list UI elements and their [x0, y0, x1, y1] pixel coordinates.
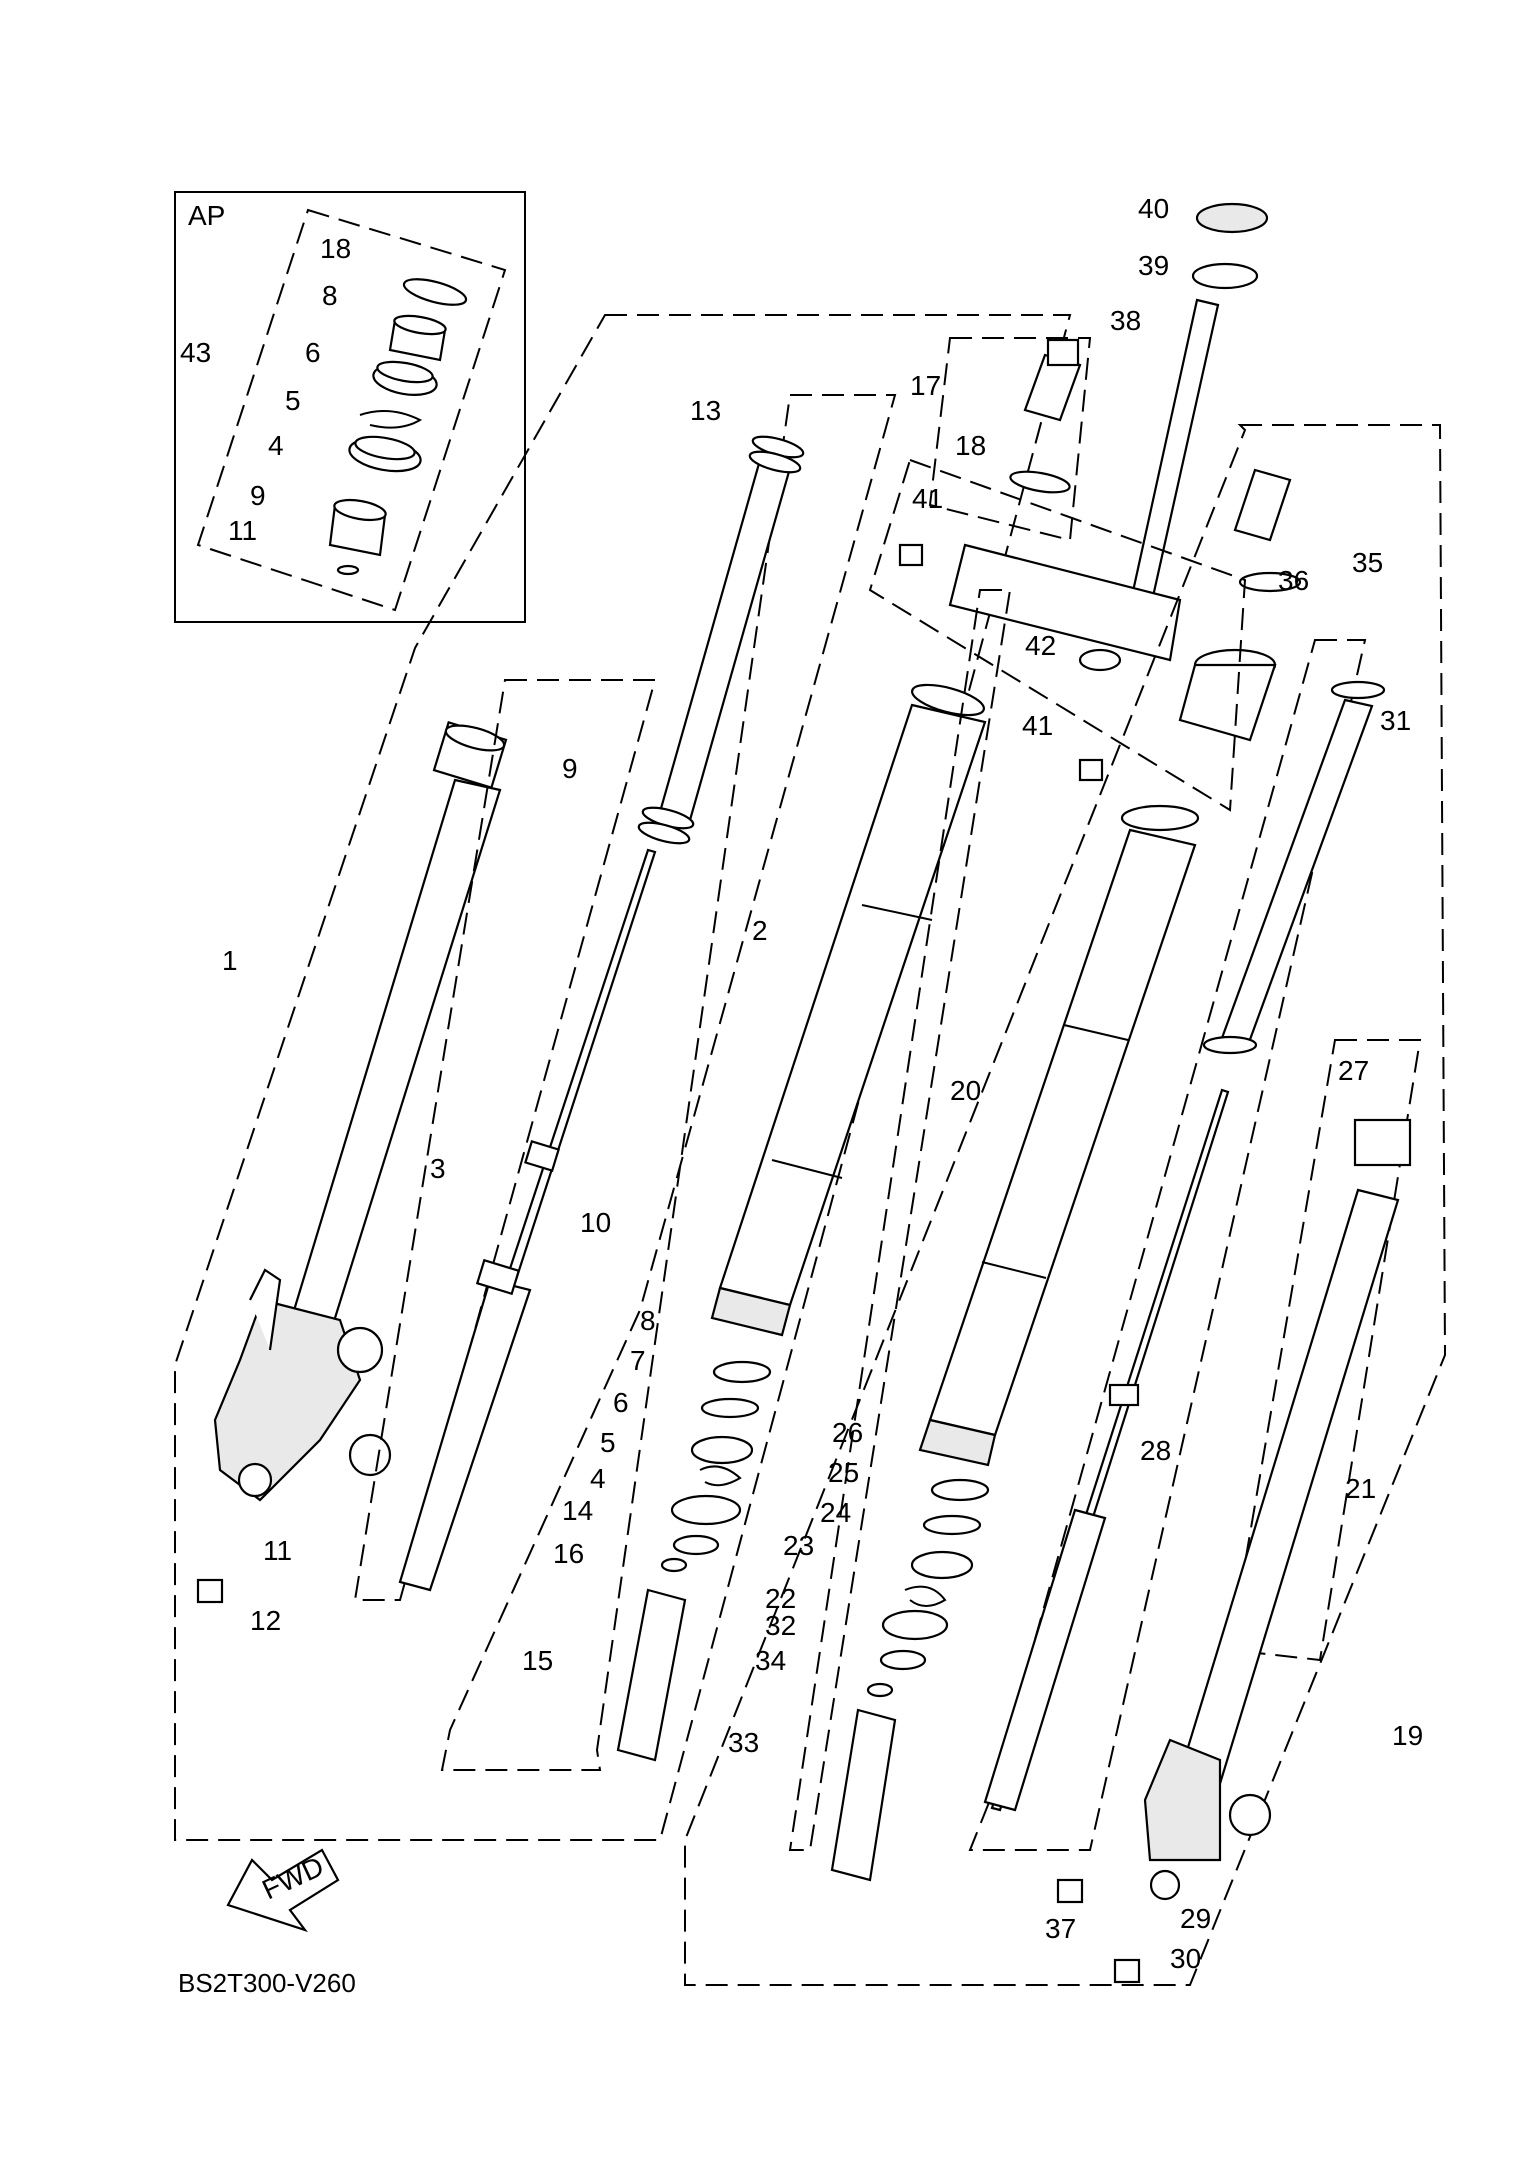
callout: 12	[250, 1605, 281, 1636]
fwd-arrow-icon: FWD	[226, 1848, 340, 1933]
callout-labels: 1 2 3 4 4 5 5 6 6 7 8 8 9 9 10 11 11 12 …	[180, 193, 1423, 1974]
callout: 1	[222, 945, 238, 976]
callout: 40	[1138, 193, 1169, 224]
callout: 43	[180, 337, 211, 368]
callout: 18	[955, 430, 986, 461]
callout: 28	[1140, 1435, 1171, 1466]
callout: 41	[912, 483, 943, 514]
callout: 13	[690, 395, 721, 426]
left-fork-boundary	[174, 314, 1072, 1841]
steering-components	[948, 202, 1302, 742]
callout: 14	[562, 1495, 593, 1526]
callout: 32	[765, 1610, 796, 1641]
right-outer-tube	[1143, 1118, 1412, 1901]
right-spring	[1202, 680, 1386, 1055]
callout: 5	[285, 385, 301, 416]
callout: 4	[268, 430, 284, 461]
callout: 42	[1025, 630, 1056, 661]
left-damper-rod	[398, 848, 657, 1592]
callout: 7	[630, 1345, 646, 1376]
callout: 4	[590, 1463, 606, 1494]
callout: 25	[828, 1457, 859, 1488]
callout: 20	[950, 1075, 981, 1106]
callout: 5	[600, 1427, 616, 1458]
right-fork-boundary	[684, 424, 1447, 1986]
callout: 26	[832, 1417, 863, 1448]
callout: 34	[755, 1645, 786, 1676]
ap-kit-box: AP	[174, 191, 526, 623]
callout: 3	[430, 1153, 446, 1184]
callout: 23	[783, 1530, 814, 1561]
callout: 35	[1352, 547, 1383, 578]
callout: 9	[250, 480, 266, 511]
callout: 37	[1045, 1913, 1076, 1944]
callout: 16	[553, 1538, 584, 1569]
callout: 29	[1180, 1903, 1211, 1934]
right-seal-stack	[830, 1478, 990, 1882]
left-spring	[637, 435, 805, 845]
callout: 6	[305, 337, 321, 368]
callout: 19	[1392, 1720, 1423, 1751]
callout: 24	[820, 1497, 851, 1528]
center-inner-tube	[710, 683, 987, 1337]
callout: 36	[1278, 565, 1309, 596]
callout: 31	[1380, 705, 1411, 736]
callout: 6	[613, 1387, 629, 1418]
callout: 8	[640, 1305, 656, 1336]
callout: 38	[1110, 305, 1141, 336]
callout: 11	[228, 515, 257, 546]
callout: 11	[263, 1535, 292, 1566]
callout: 10	[580, 1207, 611, 1238]
callout: 8	[322, 280, 338, 311]
callout: 30	[1170, 1943, 1201, 1974]
callout: 22	[765, 1583, 796, 1614]
reference-code: BS2T300-V260	[178, 1968, 356, 1998]
callout: 39	[1138, 250, 1169, 281]
callout: 41	[1022, 710, 1053, 741]
callout: 21	[1345, 1473, 1376, 1504]
callout: 17	[910, 370, 941, 401]
callout: 18	[320, 233, 351, 264]
right-inner-tube	[918, 804, 1200, 1467]
center-seal-stack	[616, 1360, 772, 1762]
callout: 33	[728, 1727, 759, 1758]
callout: 15	[522, 1645, 553, 1676]
callout: 9	[562, 753, 578, 784]
left-outer-tube	[213, 720, 508, 1502]
inner-tube-boundary	[353, 679, 657, 1601]
bolts	[196, 543, 1141, 1984]
right-damper-rod	[983, 1088, 1230, 1812]
callout: 2	[752, 915, 768, 946]
callout: 27	[1338, 1055, 1369, 1086]
ap-box-label: AP	[188, 200, 225, 231]
